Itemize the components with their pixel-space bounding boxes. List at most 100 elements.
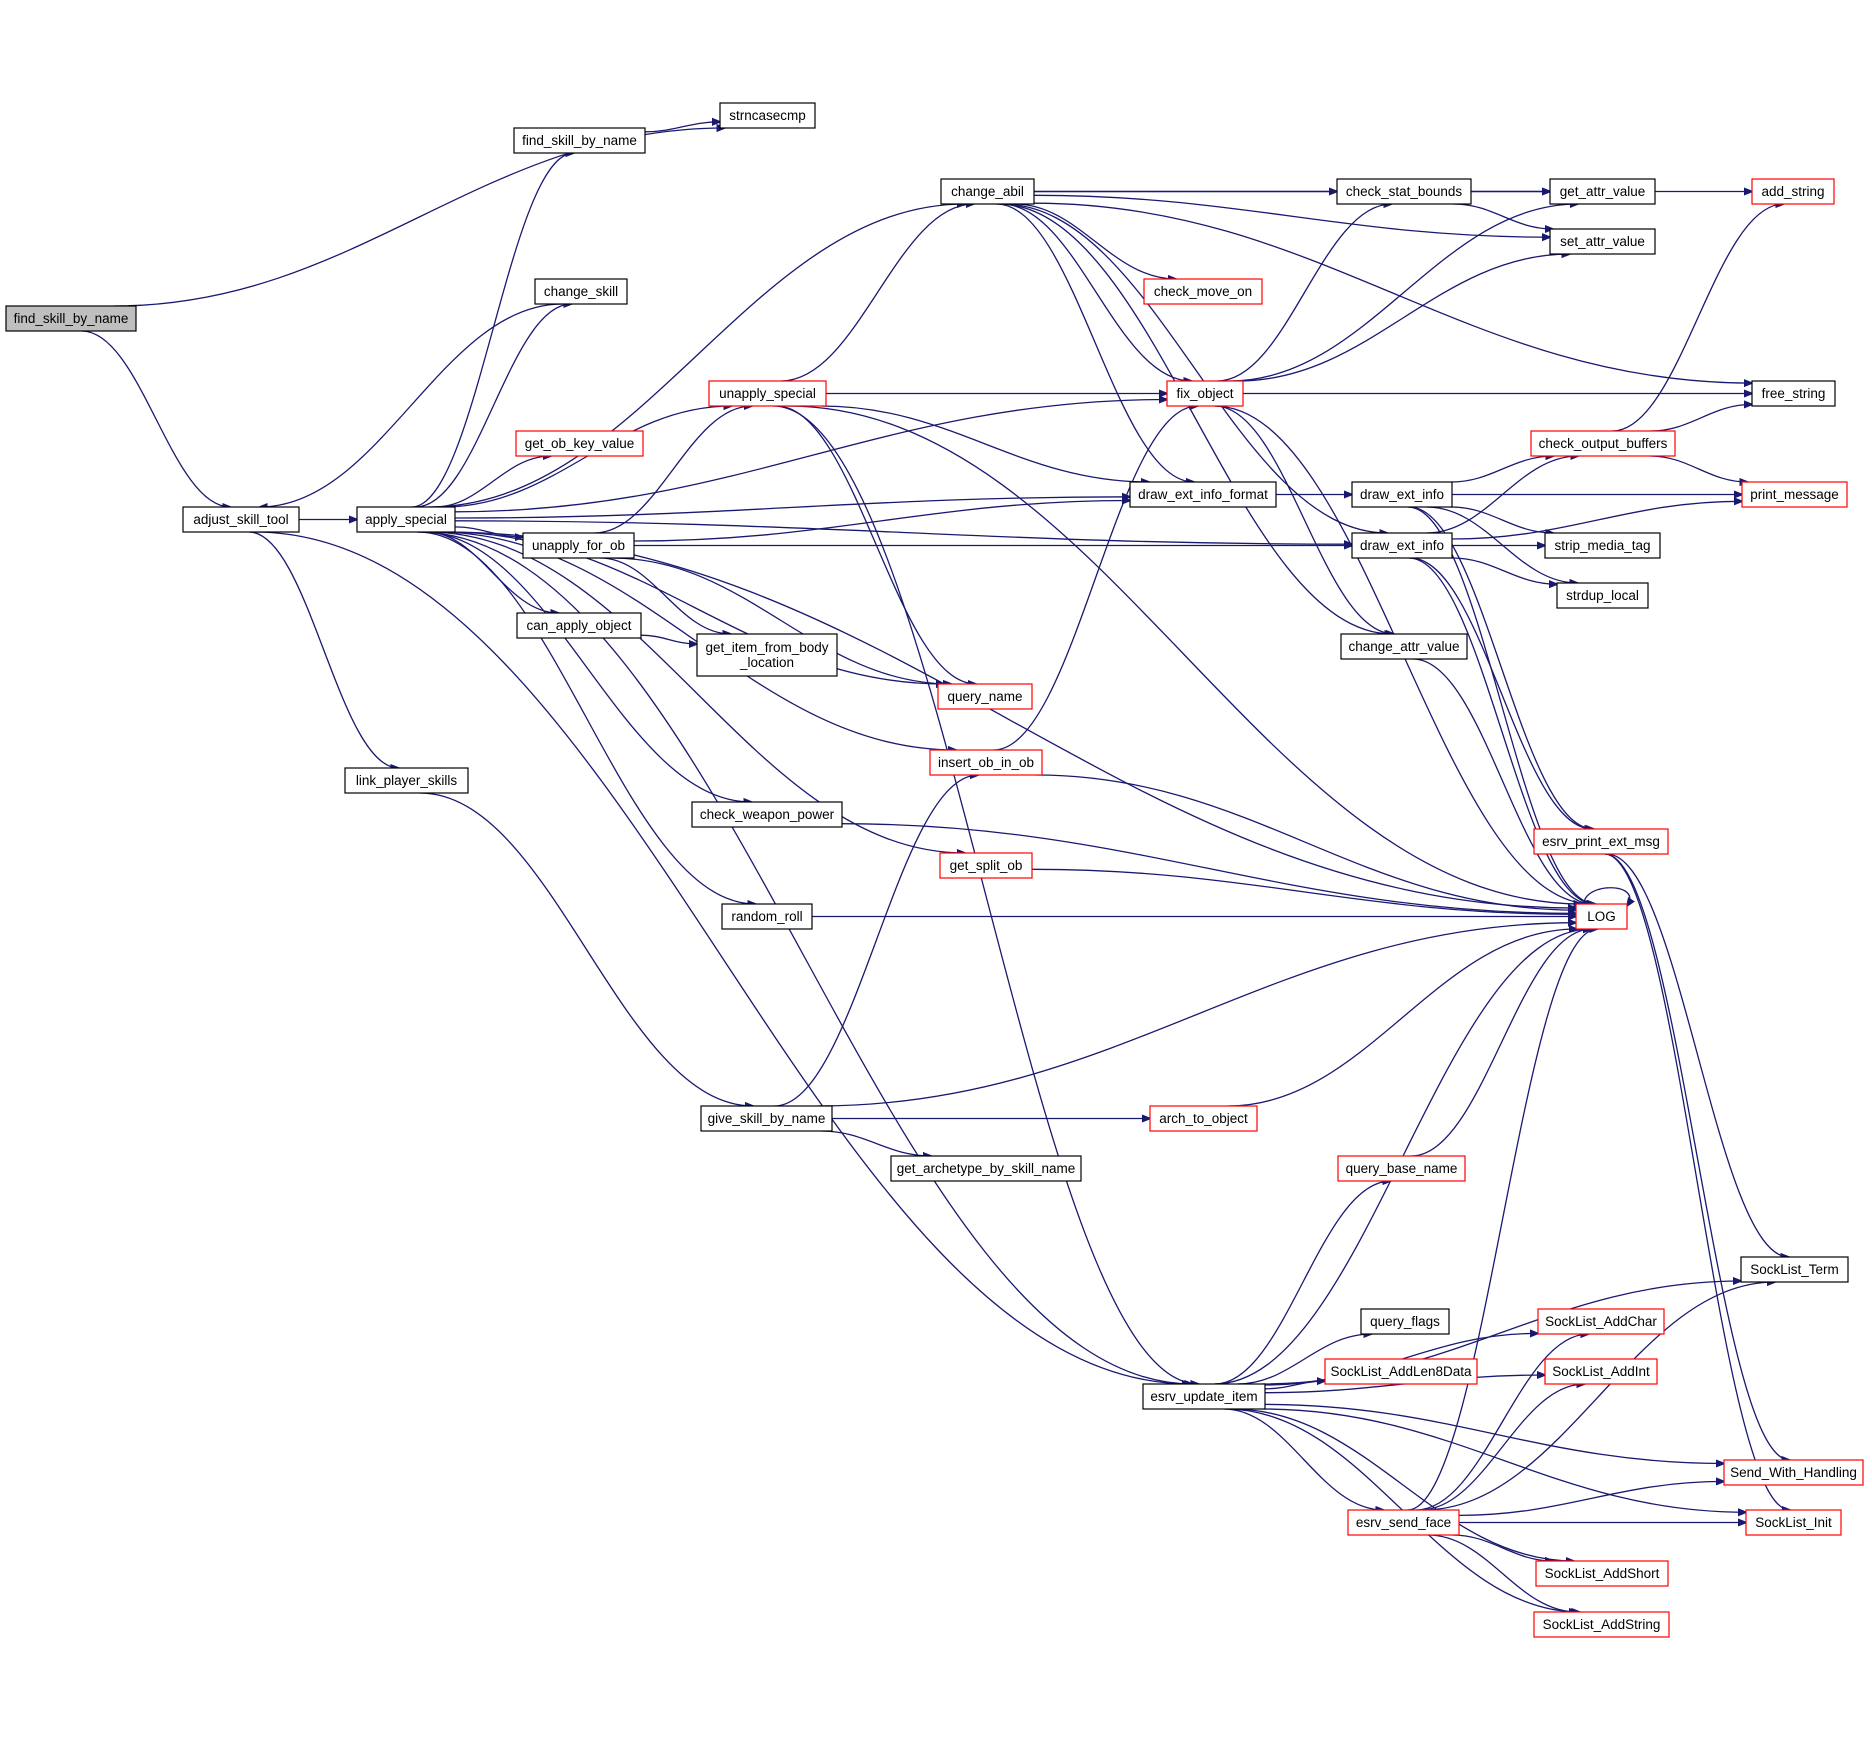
- node-box[interactable]: [1351, 481, 1453, 508]
- node-box[interactable]: [1723, 1459, 1864, 1486]
- node-box[interactable]: [1129, 481, 1277, 508]
- node-get-item-from-body-location[interactable]: get_item_from_body_location: [696, 633, 838, 677]
- node-change-abil[interactable]: change_abil: [940, 178, 1035, 205]
- node-box[interactable]: [516, 612, 642, 639]
- node-box[interactable]: [1149, 1105, 1258, 1132]
- node-box[interactable]: [513, 127, 646, 154]
- node-adjust-skill-tool[interactable]: adjust_skill_tool: [182, 506, 300, 533]
- node-find-skill-by-name2[interactable]: find_skill_by_name: [513, 127, 646, 154]
- node-box[interactable]: [939, 852, 1033, 879]
- node-strdup-local[interactable]: strdup_local: [1556, 582, 1649, 609]
- node-box[interactable]: [1544, 1358, 1658, 1385]
- node-can-apply-object[interactable]: can_apply_object: [516, 612, 642, 639]
- node-socklist-init[interactable]: SockList_Init: [1745, 1509, 1842, 1536]
- node-box[interactable]: [1544, 532, 1661, 559]
- node-box[interactable]: [1745, 1509, 1842, 1536]
- node-box[interactable]: [5, 305, 137, 332]
- node-box[interactable]: [1143, 278, 1263, 305]
- node-root[interactable]: find_skill_by_name: [5, 305, 137, 332]
- node-esrv-print-ext-msg[interactable]: esrv_print_ext_msg: [1533, 828, 1669, 855]
- node-esrv-update-item[interactable]: esrv_update_item: [1142, 1383, 1266, 1410]
- node-box[interactable]: [344, 767, 469, 794]
- node-box[interactable]: [1549, 178, 1656, 205]
- node-query-name[interactable]: query_name: [937, 683, 1033, 710]
- node-box[interactable]: [1575, 903, 1628, 930]
- node-box[interactable]: [940, 178, 1035, 205]
- node-box[interactable]: [1549, 228, 1656, 255]
- node-draw-ext-info-b[interactable]: draw_ext_info: [1351, 532, 1453, 559]
- node-change-attr-value[interactable]: change_attr_value: [1340, 633, 1468, 660]
- node-box[interactable]: [1337, 1155, 1466, 1182]
- node-box[interactable]: [1324, 1358, 1478, 1385]
- node-socklist-term[interactable]: SockList_Term: [1740, 1256, 1849, 1283]
- node-fix-object[interactable]: fix_object: [1166, 380, 1244, 407]
- node-box[interactable]: [182, 506, 300, 533]
- node-apply-special[interactable]: apply_special: [356, 506, 456, 533]
- node-box[interactable]: [937, 683, 1033, 710]
- node-box[interactable]: [1537, 1308, 1665, 1335]
- node-box[interactable]: [696, 633, 838, 677]
- node-socklist-addchar[interactable]: SockList_AddChar: [1537, 1308, 1665, 1335]
- node-get-ob-key-value[interactable]: get_ob_key_value: [515, 430, 644, 457]
- node-log[interactable]: LOG: [1575, 903, 1628, 930]
- node-socklist-addlen8data[interactable]: SockList_AddLen8Data: [1324, 1358, 1478, 1385]
- node-box[interactable]: [721, 903, 813, 930]
- node-box[interactable]: [1351, 532, 1453, 559]
- node-check-output-buffers[interactable]: check_output_buffers: [1530, 430, 1676, 457]
- node-box[interactable]: [1340, 633, 1468, 660]
- node-box[interactable]: [1533, 1611, 1670, 1638]
- node-print-message[interactable]: print_message: [1741, 481, 1848, 508]
- node-send-with-handling[interactable]: Send_With_Handling: [1723, 1459, 1864, 1486]
- node-arch-to-object[interactable]: arch_to_object: [1149, 1105, 1258, 1132]
- node-box[interactable]: [1741, 481, 1848, 508]
- node-box[interactable]: [1530, 430, 1676, 457]
- node-get-split-ob[interactable]: get_split_ob: [939, 852, 1033, 879]
- node-box[interactable]: [1336, 178, 1472, 205]
- node-give-skill-by-name[interactable]: give_skill_by_name: [700, 1105, 833, 1132]
- node-box[interactable]: [1347, 1509, 1460, 1536]
- node-box[interactable]: [700, 1105, 833, 1132]
- node-get-attr-value[interactable]: get_attr_value: [1549, 178, 1656, 205]
- node-box[interactable]: [356, 506, 456, 533]
- node-check-weapon-power[interactable]: check_weapon_power: [691, 801, 843, 828]
- node-box[interactable]: [1142, 1383, 1266, 1410]
- node-box[interactable]: [1166, 380, 1244, 407]
- node-add-string[interactable]: add_string: [1751, 178, 1835, 205]
- node-unapply-for-ob[interactable]: unapply_for_ob: [522, 532, 635, 559]
- node-box[interactable]: [1533, 828, 1669, 855]
- node-box[interactable]: [1556, 582, 1649, 609]
- node-draw-ext-info-a[interactable]: draw_ext_info: [1351, 481, 1453, 508]
- node-box[interactable]: [1751, 178, 1835, 205]
- node-strncasecmp[interactable]: strncasecmp: [719, 102, 816, 129]
- node-get-archetype-by-skill-name[interactable]: get_archetype_by_skill_name: [890, 1155, 1082, 1182]
- node-box[interactable]: [691, 801, 843, 828]
- node-box[interactable]: [534, 278, 628, 305]
- node-box[interactable]: [1740, 1256, 1849, 1283]
- node-socklist-addint[interactable]: SockList_AddInt: [1544, 1358, 1658, 1385]
- node-link-player-skills[interactable]: link_player_skills: [344, 767, 469, 794]
- node-unapply-special[interactable]: unapply_special: [708, 380, 827, 407]
- node-socklist-addshort[interactable]: SockList_AddShort: [1535, 1560, 1669, 1587]
- node-change-skill[interactable]: change_skill: [534, 278, 628, 305]
- node-esrv-send-face[interactable]: esrv_send_face: [1347, 1509, 1460, 1536]
- node-strip-media-tag[interactable]: strip_media_tag: [1544, 532, 1661, 559]
- node-check-stat-bounds[interactable]: check_stat_bounds: [1336, 178, 1472, 205]
- node-box[interactable]: [929, 749, 1043, 776]
- node-box[interactable]: [515, 430, 644, 457]
- node-box[interactable]: [890, 1155, 1082, 1182]
- node-socklist-addstring[interactable]: SockList_AddString: [1533, 1611, 1670, 1638]
- node-query-flags[interactable]: query_flags: [1360, 1308, 1450, 1335]
- node-random-roll[interactable]: random_roll: [721, 903, 813, 930]
- node-set-attr-value[interactable]: set_attr_value: [1549, 228, 1656, 255]
- node-free-string[interactable]: free_string: [1751, 380, 1836, 407]
- node-box[interactable]: [708, 380, 827, 407]
- node-query-base-name[interactable]: query_base_name: [1337, 1155, 1466, 1182]
- node-box[interactable]: [522, 532, 635, 559]
- node-draw-ext-info-format[interactable]: draw_ext_info_format: [1129, 481, 1277, 508]
- node-box[interactable]: [719, 102, 816, 129]
- node-insert-ob-in-ob[interactable]: insert_ob_in_ob: [929, 749, 1043, 776]
- node-box[interactable]: [1535, 1560, 1669, 1587]
- node-box[interactable]: [1360, 1308, 1450, 1335]
- node-box[interactable]: [1751, 380, 1836, 407]
- node-check-move-on[interactable]: check_move_on: [1143, 278, 1263, 305]
